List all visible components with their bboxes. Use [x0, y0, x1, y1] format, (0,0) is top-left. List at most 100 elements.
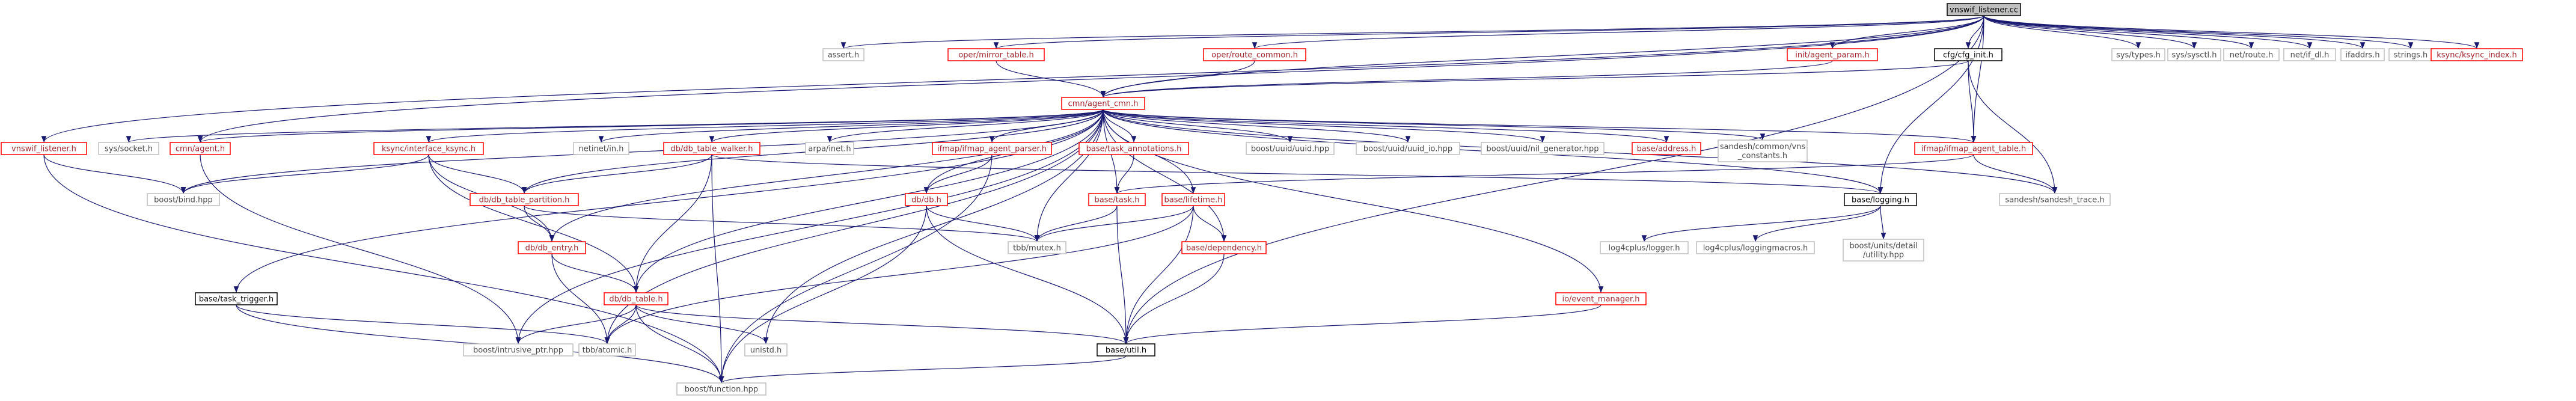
- edge-root-to-net_route: [1983, 15, 2254, 49]
- node-strings[interactable]: strings.h: [2388, 48, 2433, 61]
- node-db-table-walker[interactable]: db/db_table_walker.h: [663, 142, 760, 155]
- node-net-if-dl[interactable]: net/if_dl.h: [2283, 48, 2336, 61]
- node-box: [518, 241, 586, 254]
- node-boost-function[interactable]: boost/function.hpp: [676, 382, 766, 396]
- node-agent-cmn[interactable]: cmn/agent_cmn.h: [1061, 97, 1145, 110]
- node-net-route[interactable]: net/route.h: [2223, 48, 2280, 61]
- edge-base_logging-to-units_utility: [1880, 205, 1886, 240]
- node-label: boost/function.hpp: [685, 385, 758, 394]
- edge-task_annotations-to-base_task: [1114, 154, 1134, 194]
- node-base-util[interactable]: base/util.h: [1097, 343, 1155, 357]
- node-tbb-atomic[interactable]: tbb/atomic.h: [578, 343, 636, 357]
- node-unistd[interactable]: unistd.h: [744, 343, 788, 357]
- edge-ifmap_table-to-base_task: [1115, 154, 1974, 194]
- edge-db_entry-to-db_table: [551, 253, 639, 293]
- node-sys-types[interactable]: sys/types.h: [2111, 48, 2165, 61]
- node-base-dependency[interactable]: base/dependency.h: [1181, 241, 1267, 254]
- node-netinet-in[interactable]: netinet/in.h: [573, 142, 629, 155]
- node-box: [1787, 48, 1878, 61]
- dependency-edges: [41, 15, 2479, 384]
- edge-db_table_partition-to-db_entry: [524, 205, 555, 242]
- node-cfg-init[interactable]: cfg/cfg_init.h: [1934, 48, 2002, 61]
- node-label: log4cplus/logger.h: [1608, 244, 1680, 253]
- node-ifmap-table[interactable]: ifmap/ifmap_agent_table.h: [1914, 142, 2033, 155]
- node-label: base/util.h: [1106, 346, 1146, 355]
- edge-vnswif_listener_h-to-boost_function: [43, 154, 724, 384]
- node-label: vnswif_listener.h: [11, 145, 76, 154]
- node-db-table-partition[interactable]: db/db_table_partition.h: [470, 193, 579, 206]
- node-uuid-io[interactable]: boost/uuid/uuid_io.hpp: [1356, 142, 1460, 155]
- node-box: [2111, 48, 2165, 61]
- edge-ifmap_parser-to-db_h: [923, 154, 993, 194]
- node-label: db/db_entry.h: [525, 244, 579, 253]
- node-label: cmn/agent.h: [176, 145, 225, 154]
- node-db-h[interactable]: db/db.h: [905, 193, 948, 206]
- edge-agent_cmn-to-interface_ksync: [426, 109, 1104, 143]
- node-log4-logger[interactable]: log4cplus/logger.h: [1600, 241, 1689, 254]
- node-vns-constants[interactable]: sandesh/common/vns_constants.h: [1718, 139, 1808, 162]
- node-box: [147, 193, 220, 206]
- edge-root-to-assert: [841, 15, 1984, 49]
- node-base-logging[interactable]: base/logging.h: [1844, 193, 1917, 206]
- node-box: [573, 142, 629, 155]
- node-ifaddrs[interactable]: ifaddrs.h: [2340, 48, 2385, 61]
- node-uuid-hpp[interactable]: boost/uuid/uuid.hpp: [1246, 142, 1335, 155]
- node-arpa-inet[interactable]: arpa/inet.h: [805, 142, 854, 155]
- node-db-table[interactable]: db/db_table.h: [604, 292, 668, 305]
- node-box: [1061, 97, 1145, 110]
- node-db-entry[interactable]: db/db_entry.h: [518, 241, 586, 254]
- node-box: [1934, 48, 2002, 61]
- node-ifmap-parser[interactable]: ifmap/ifmap_agent_parser.h: [932, 142, 1052, 155]
- node-sys-sysctl[interactable]: sys/sysctl.h: [2167, 48, 2221, 61]
- node-units-utility[interactable]: boost/units/detail/utility.hpp: [1843, 239, 1924, 262]
- node-label: db/db_table_partition.h: [479, 196, 570, 205]
- edge-interface_ksync-to-db_table_partition: [428, 154, 527, 194]
- edge-root-to-cfg_init: [1965, 15, 1984, 49]
- edge-base_task-to-base_util: [1116, 205, 1129, 344]
- node-label: sandesh/common/vns: [1720, 142, 1806, 152]
- node-assert[interactable]: assert.h: [822, 48, 864, 61]
- node-label: db/db.h: [911, 196, 941, 205]
- edge-root-to-strings: [1983, 15, 2414, 49]
- node-ksync-index[interactable]: ksync/ksync_index.h: [2431, 48, 2523, 61]
- node-box: [905, 193, 948, 206]
- node-box: [463, 343, 574, 357]
- node-label: base/task_trigger.h: [199, 295, 274, 304]
- edge-agent_cmn-to-base_dependency: [1103, 109, 1227, 242]
- node-base-address[interactable]: base/address.h: [1632, 142, 1701, 155]
- node-label: log4cplus/loggingmacros.h: [1703, 244, 1808, 253]
- node-mirror-table[interactable]: oper/mirror_table.h: [947, 48, 1045, 61]
- edge-interface_ksync-to-boost_bind: [180, 154, 429, 194]
- node-intrusive-ptr[interactable]: boost/intrusive_ptr.hpp: [463, 343, 574, 357]
- node-box: [98, 142, 159, 155]
- node-box: [822, 48, 864, 61]
- node-task-annotations[interactable]: base/task_annotations.h: [1078, 142, 1189, 155]
- node-box: [1008, 241, 1066, 254]
- node-label: boost/bind.hpp: [154, 196, 213, 205]
- edge-db_table_walker-to-boost_function: [711, 154, 724, 384]
- node-box: [2283, 48, 2336, 61]
- node-sandesh-trace[interactable]: sandesh/sandesh_trace.h: [1999, 193, 2111, 206]
- node-label: io/event_manager.h: [1562, 295, 1639, 304]
- node-vnswif-listener-h[interactable]: vnswif_listener.h: [1, 142, 87, 155]
- node-task-trigger[interactable]: base/task_trigger.h: [195, 292, 278, 305]
- node-event-manager[interactable]: io/event_manager.h: [1555, 292, 1647, 305]
- node-base-lifetime[interactable]: base/lifetime.h: [1161, 193, 1225, 206]
- node-box: [947, 48, 1045, 61]
- node-interface-ksync[interactable]: ksync/interface_ksync.h: [373, 142, 484, 155]
- node-box: [1914, 142, 2033, 155]
- node-agent-h[interactable]: cmn/agent.h: [170, 142, 231, 155]
- node-log4-macros[interactable]: log4cplus/loggingmacros.h: [1696, 241, 1815, 254]
- edge-mirror_table-to-agent_cmn: [996, 60, 1106, 98]
- edge-agent_cmn-to-netinet_in: [599, 109, 1104, 143]
- node-sys-socket[interactable]: sys/socket.h: [98, 142, 159, 155]
- node-tbb-mutex[interactable]: tbb/mutex.h: [1008, 241, 1066, 254]
- node-box: [2431, 48, 2523, 61]
- node-agent-param[interactable]: init/agent_param.h: [1787, 48, 1878, 61]
- node-boost-bind[interactable]: boost/bind.hpp: [147, 193, 220, 206]
- node-route-common[interactable]: oper/route_common.h: [1203, 48, 1306, 61]
- node-label: base/logging.h: [1852, 196, 1909, 205]
- node-nil-gen[interactable]: boost/uuid/nil_generator.hpp: [1481, 142, 1605, 155]
- node-base-task[interactable]: base/task.h: [1088, 193, 1146, 206]
